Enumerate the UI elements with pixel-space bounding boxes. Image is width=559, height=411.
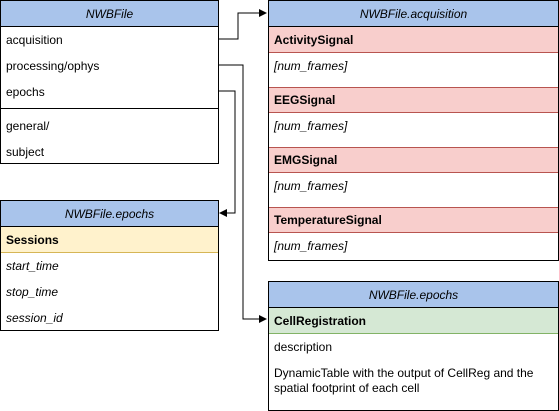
epochs-box: NWBFile.epochs Sessions start_time stop_… xyxy=(0,200,219,331)
processing-arrow xyxy=(218,64,267,323)
signal-temperature-field: [num_frames] xyxy=(274,239,348,253)
signal-activity-field: [num_frames] xyxy=(274,59,348,73)
signal-temperature[interactable]: TemperatureSignal xyxy=(269,207,558,233)
epochs-arrow xyxy=(218,90,236,217)
cellregistration-description: DynamicTable with the output of CellReg … xyxy=(274,366,534,395)
nwbfile-divider xyxy=(1,108,218,109)
signal-eeg-field: [num_frames] xyxy=(274,119,348,133)
signal-emg-field: [num_frames] xyxy=(274,179,348,193)
field-start-time: start_time xyxy=(6,259,59,273)
signal-emg[interactable]: EMGSignal xyxy=(269,147,558,173)
ophys-box: NWBFile.epochs CellRegistration descript… xyxy=(268,281,559,411)
nwbfile-box: NWBFile acquisition processing/ophys epo… xyxy=(0,0,219,164)
signal-activity[interactable]: ActivitySignal xyxy=(269,27,558,53)
epochs-title: NWBFile.epochs xyxy=(1,201,218,227)
nwbfile-row-general[interactable]: general/ xyxy=(6,119,50,133)
field-session-id: session_id xyxy=(6,311,63,325)
nwbfile-row-epochs[interactable]: epochs xyxy=(6,85,45,99)
nwbfile-row-subject[interactable]: subject xyxy=(6,145,45,159)
cellregistration-header[interactable]: CellRegistration xyxy=(269,308,558,334)
field-description: description xyxy=(274,340,333,354)
acquisition-arrow xyxy=(218,9,267,40)
nwbfile-title: NWBFile xyxy=(1,1,218,27)
sessions-header[interactable]: Sessions xyxy=(1,227,218,253)
ophys-title: NWBFile.epochs xyxy=(269,282,558,308)
nwbfile-row-processing[interactable]: processing/ophys xyxy=(6,59,100,73)
acquisition-title: NWBFile.acquisition xyxy=(269,1,558,27)
signal-eeg[interactable]: EEGSignal xyxy=(269,87,558,113)
nwbfile-row-acquisition[interactable]: acquisition xyxy=(6,33,63,47)
field-stop-time: stop_time xyxy=(6,285,59,299)
acquisition-box: NWBFile.acquisition ActivitySignal [num_… xyxy=(268,0,559,261)
